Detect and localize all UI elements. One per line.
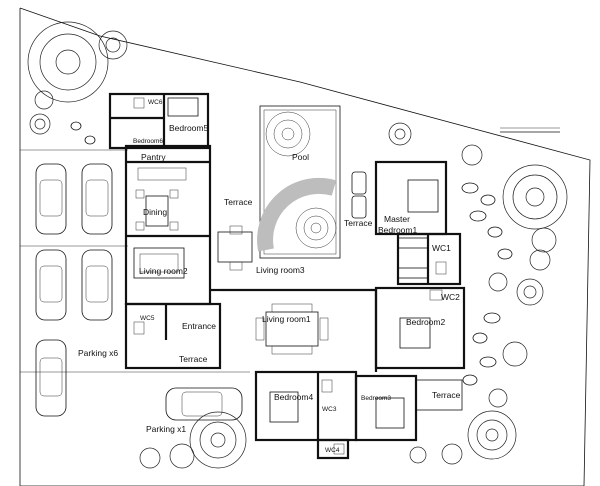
tree-cluster-bottom — [139, 410, 517, 469]
garden-stepping-stones — [70, 121, 513, 386]
label-terrace-entrance: Terrace — [179, 354, 208, 364]
label-wc1: WC1 — [432, 243, 451, 253]
label-parking-x1: Parking x1 — [146, 424, 186, 434]
label-terrace-bottom-right: Terrace — [432, 390, 461, 400]
label-wc4: WC4 — [325, 447, 340, 454]
room-labels: WC6 Bedroom5 Bedroom6 Pantry Dining Livi… — [78, 99, 461, 454]
label-living-room2: Living room2 — [139, 266, 188, 276]
pool — [257, 105, 341, 259]
site-boundary — [19, 7, 591, 486]
label-terrace-left: Terrace — [224, 197, 253, 207]
label-living-room3: Living room3 — [256, 265, 305, 275]
label-pantry: Pantry — [141, 152, 166, 162]
label-wc2: WC2 — [441, 292, 460, 302]
pool-loungers — [351, 171, 367, 219]
label-bedroom5: Bedroom5 — [169, 123, 208, 133]
label-parking-x6: Parking x6 — [78, 348, 118, 358]
label-bedroom6: Bedroom6 — [133, 138, 163, 145]
label-wc3: WC3 — [322, 406, 337, 413]
label-wc6: WC6 — [148, 99, 163, 106]
tree-cluster-top-left — [27, 21, 128, 135]
furniture — [133, 97, 447, 455]
label-bedroom3: Bedroom3 — [361, 395, 391, 402]
building-walls — [108, 92, 466, 460]
label-living-room1: Living room1 — [262, 314, 311, 324]
label-master-bedroom-line1: Master — [384, 214, 410, 224]
label-bedroom4: Bedroom4 — [274, 392, 313, 402]
car-parking-slots — [35, 163, 243, 421]
label-dining: Dining — [143, 207, 167, 217]
label-terrace-right: Terrace — [344, 218, 373, 228]
label-pool: Pool — [292, 152, 309, 162]
label-bedroom2: Bedroom2 — [406, 317, 445, 327]
tree-cluster-right — [388, 122, 568, 408]
label-wc5: WC5 — [140, 315, 155, 322]
label-entrance: Entrance — [182, 321, 216, 331]
label-master-bedroom-line2: Bedroom1 — [378, 225, 417, 235]
